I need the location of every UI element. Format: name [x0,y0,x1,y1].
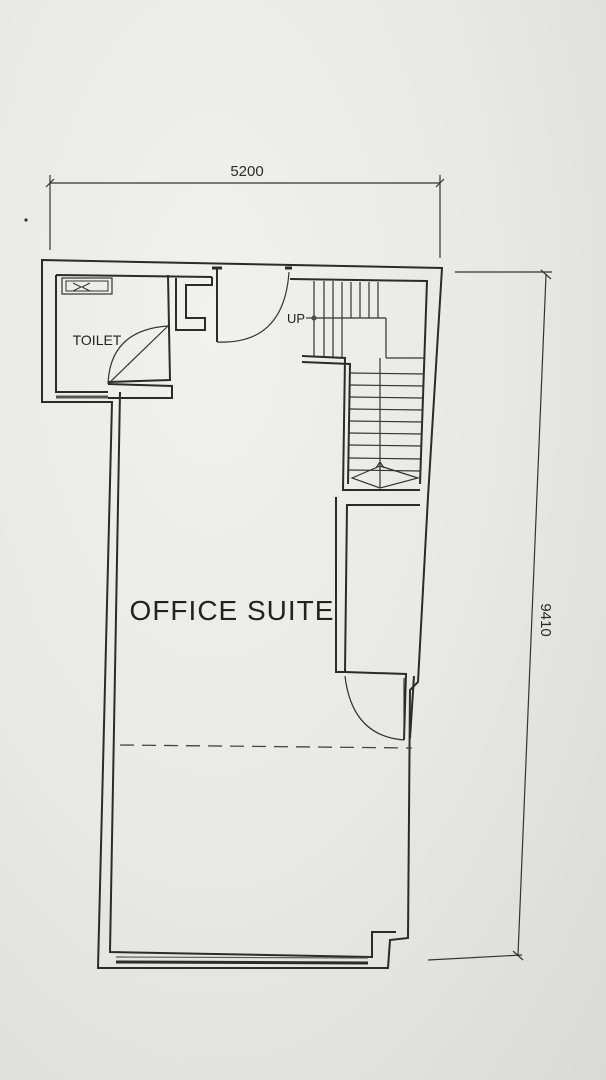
width-dimension-label: 5200 [230,163,263,180]
stair-up-arrow-icon [306,315,317,321]
toilet-fixture-icon [61,277,113,295]
depth-dimension: 9410 [427,269,554,961]
entrance-door [212,266,292,343]
stair-up-label: UP [287,311,305,326]
stair-landing-arrow-icon [350,460,421,489]
overhead-dashed-line [119,744,413,749]
pen-mark [24,218,28,222]
width-dimension: 5200 [45,163,445,258]
toilet-room: TOILET [61,274,213,399]
storage-closet [335,497,420,741]
exterior-walls [41,258,444,969]
stair-treads-upper [313,281,424,359]
stair-treads-lower [348,358,425,472]
closet-door [344,675,405,741]
depth-dimension-label: 9410 [537,603,554,636]
toilet-door [107,325,169,385]
staircase: UP [287,281,425,491]
office-suite-label: OFFICE SUITE [130,595,335,626]
toilet-label: TOILET [73,332,122,348]
